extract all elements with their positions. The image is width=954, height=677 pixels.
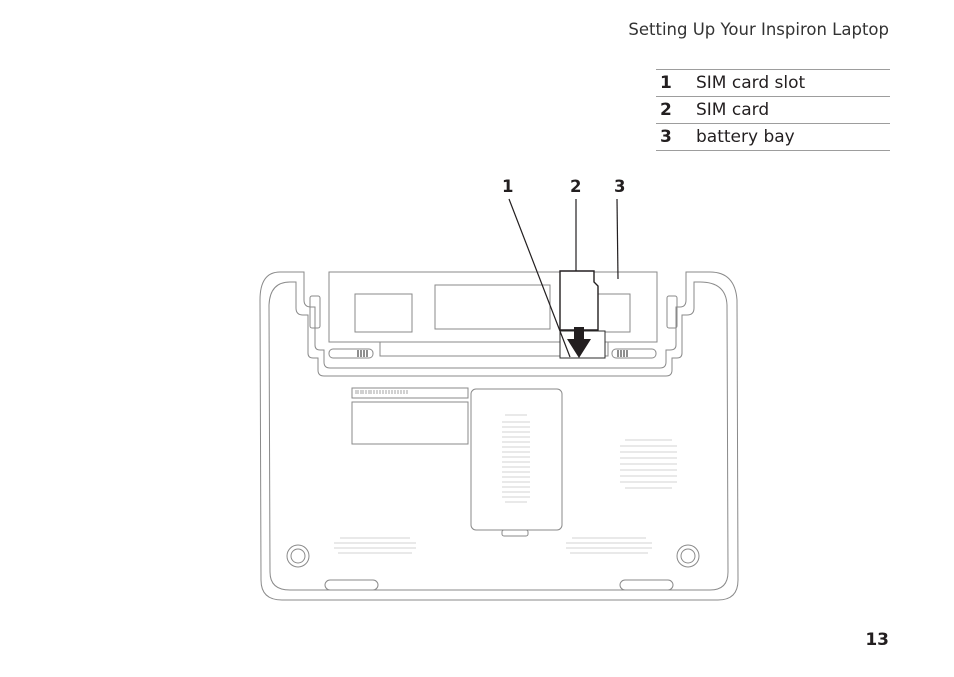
legend-row: 1 SIM card slot (656, 69, 890, 97)
callout-2: 2 (570, 177, 582, 196)
battery-latch-left (328, 348, 374, 359)
page-number: 13 (865, 630, 889, 650)
legend-row: 3 battery bay (656, 123, 890, 151)
rubber-foot-left (286, 544, 310, 568)
memory-door (470, 388, 563, 531)
rear-foot-right (619, 579, 674, 591)
callout-3: 3 (614, 177, 626, 196)
callout-leaders (508, 198, 619, 358)
sim-card (559, 270, 599, 331)
legend-number: 1 (660, 73, 672, 93)
rubber-foot-left-inner (290, 548, 306, 564)
legend-label: SIM card (696, 100, 770, 120)
legend-label: SIM card slot (696, 73, 806, 93)
rear-foot-left (324, 579, 379, 591)
callout-1: 1 (502, 177, 514, 196)
bay-label-right (594, 293, 631, 333)
legend-number: 2 (660, 100, 672, 120)
regulatory-markings (334, 414, 677, 554)
legend-number: 3 (660, 127, 672, 147)
battery-latch-right (611, 348, 657, 359)
side-rail-left (309, 295, 321, 329)
laptop-body-outline (259, 271, 739, 601)
memory-door-tab (501, 529, 529, 537)
rubber-foot-right (676, 544, 700, 568)
battery-bay (328, 271, 658, 343)
bay-label-center (434, 284, 551, 330)
legend-label: battery bay (696, 127, 795, 147)
laptop-body-inner-edge (268, 281, 729, 591)
page-header: Setting Up Your Inspiron Laptop (628, 20, 889, 39)
info-label (351, 401, 469, 445)
barcode (355, 390, 408, 394)
legend-table: 1 SIM card slot 2 SIM card 3 battery bay (656, 69, 890, 151)
legend-row: 2 SIM card (656, 96, 890, 124)
insert-arrow-icon (567, 327, 591, 358)
bay-label-left (354, 293, 413, 333)
side-rail-right (666, 295, 678, 329)
service-tag-label (351, 387, 469, 399)
rubber-foot-right-inner (680, 548, 696, 564)
battery-bay-lower-edge (329, 341, 657, 357)
